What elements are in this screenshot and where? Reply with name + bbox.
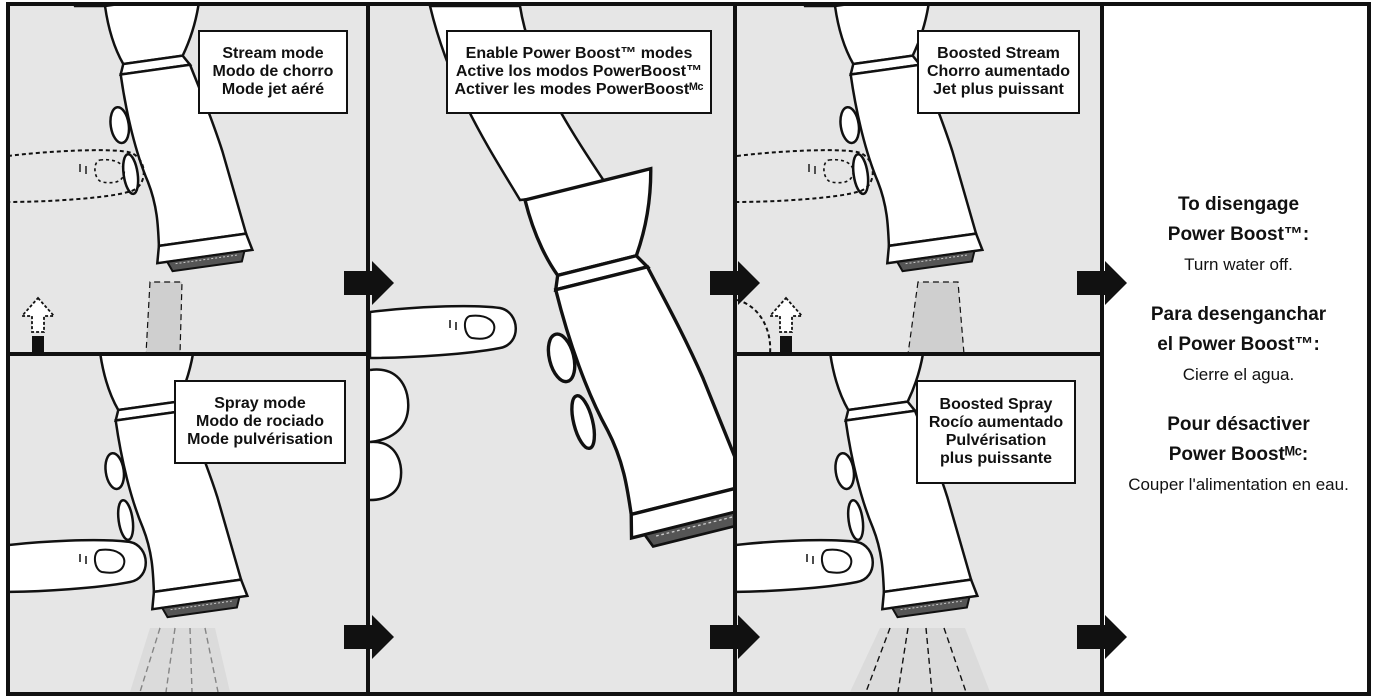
finger-icon (0, 540, 146, 592)
caption-line: Enable Power Boost™ modes (466, 45, 693, 63)
finger-icon (370, 306, 516, 358)
spacer (1106, 280, 1371, 300)
water-stream (146, 282, 182, 354)
caption-line: Modo de rociado (196, 413, 324, 431)
disengage-instructions: To disengage Power Boost™: Turn water of… (1106, 190, 1371, 500)
spacer (1106, 390, 1371, 410)
caption-line: Active los modos PowerBoost™ (456, 63, 702, 81)
disengage-body-en: Turn water off. (1106, 250, 1371, 280)
caption-boosted-spray: Boosted Spray Rocío aumentado Pulvérisat… (916, 380, 1076, 484)
disengage-body-fr: Couper l'alimentation en eau. (1106, 470, 1371, 500)
caption-line: Mode pulvérisation (187, 431, 333, 449)
caption-spray-mode: Spray mode Modo de rociado Mode pulvéris… (174, 380, 346, 464)
caption-line: plus puissante (940, 450, 1052, 468)
disengage-body-es: Cierre el agua. (1106, 360, 1371, 390)
disengage-heading-en: To disengage (1106, 190, 1371, 220)
caption-line: Stream mode (222, 45, 323, 63)
caption-line: Chorro aumentado (927, 63, 1070, 81)
disengage-heading-en: Power Boost™: (1106, 220, 1371, 250)
disengage-heading-fr: Power Boostᴹᶜ: (1106, 440, 1371, 470)
caption-line: Boosted Stream (937, 45, 1060, 63)
disengage-heading-es: el Power Boost™: (1106, 330, 1371, 360)
caption-line: Activer les modes PowerBoostᴹᶜ (454, 81, 703, 99)
caption-line: Mode jet aéré (222, 81, 324, 99)
caption-enable-power-boost: Enable Power Boost™ modes Active los mod… (446, 30, 712, 114)
caption-boosted-stream: Boosted Stream Chorro aumentado Jet plus… (917, 30, 1080, 114)
water-stream (908, 282, 964, 354)
caption-line: Jet plus puissant (933, 81, 1064, 99)
caption-line: Boosted Spray (940, 396, 1053, 414)
disengage-heading-fr: Pour désactiver (1106, 410, 1371, 440)
caption-line: Pulvérisation (946, 432, 1046, 450)
caption-stream-mode: Stream mode Modo de chorro Mode jet aéré (198, 30, 348, 114)
caption-line: Modo de chorro (213, 63, 334, 81)
caption-line: Rocío aumentado (929, 414, 1063, 432)
disengage-heading-es: Para desenganchar (1106, 300, 1371, 330)
finger-icon (727, 540, 873, 592)
caption-line: Spray mode (214, 395, 306, 413)
